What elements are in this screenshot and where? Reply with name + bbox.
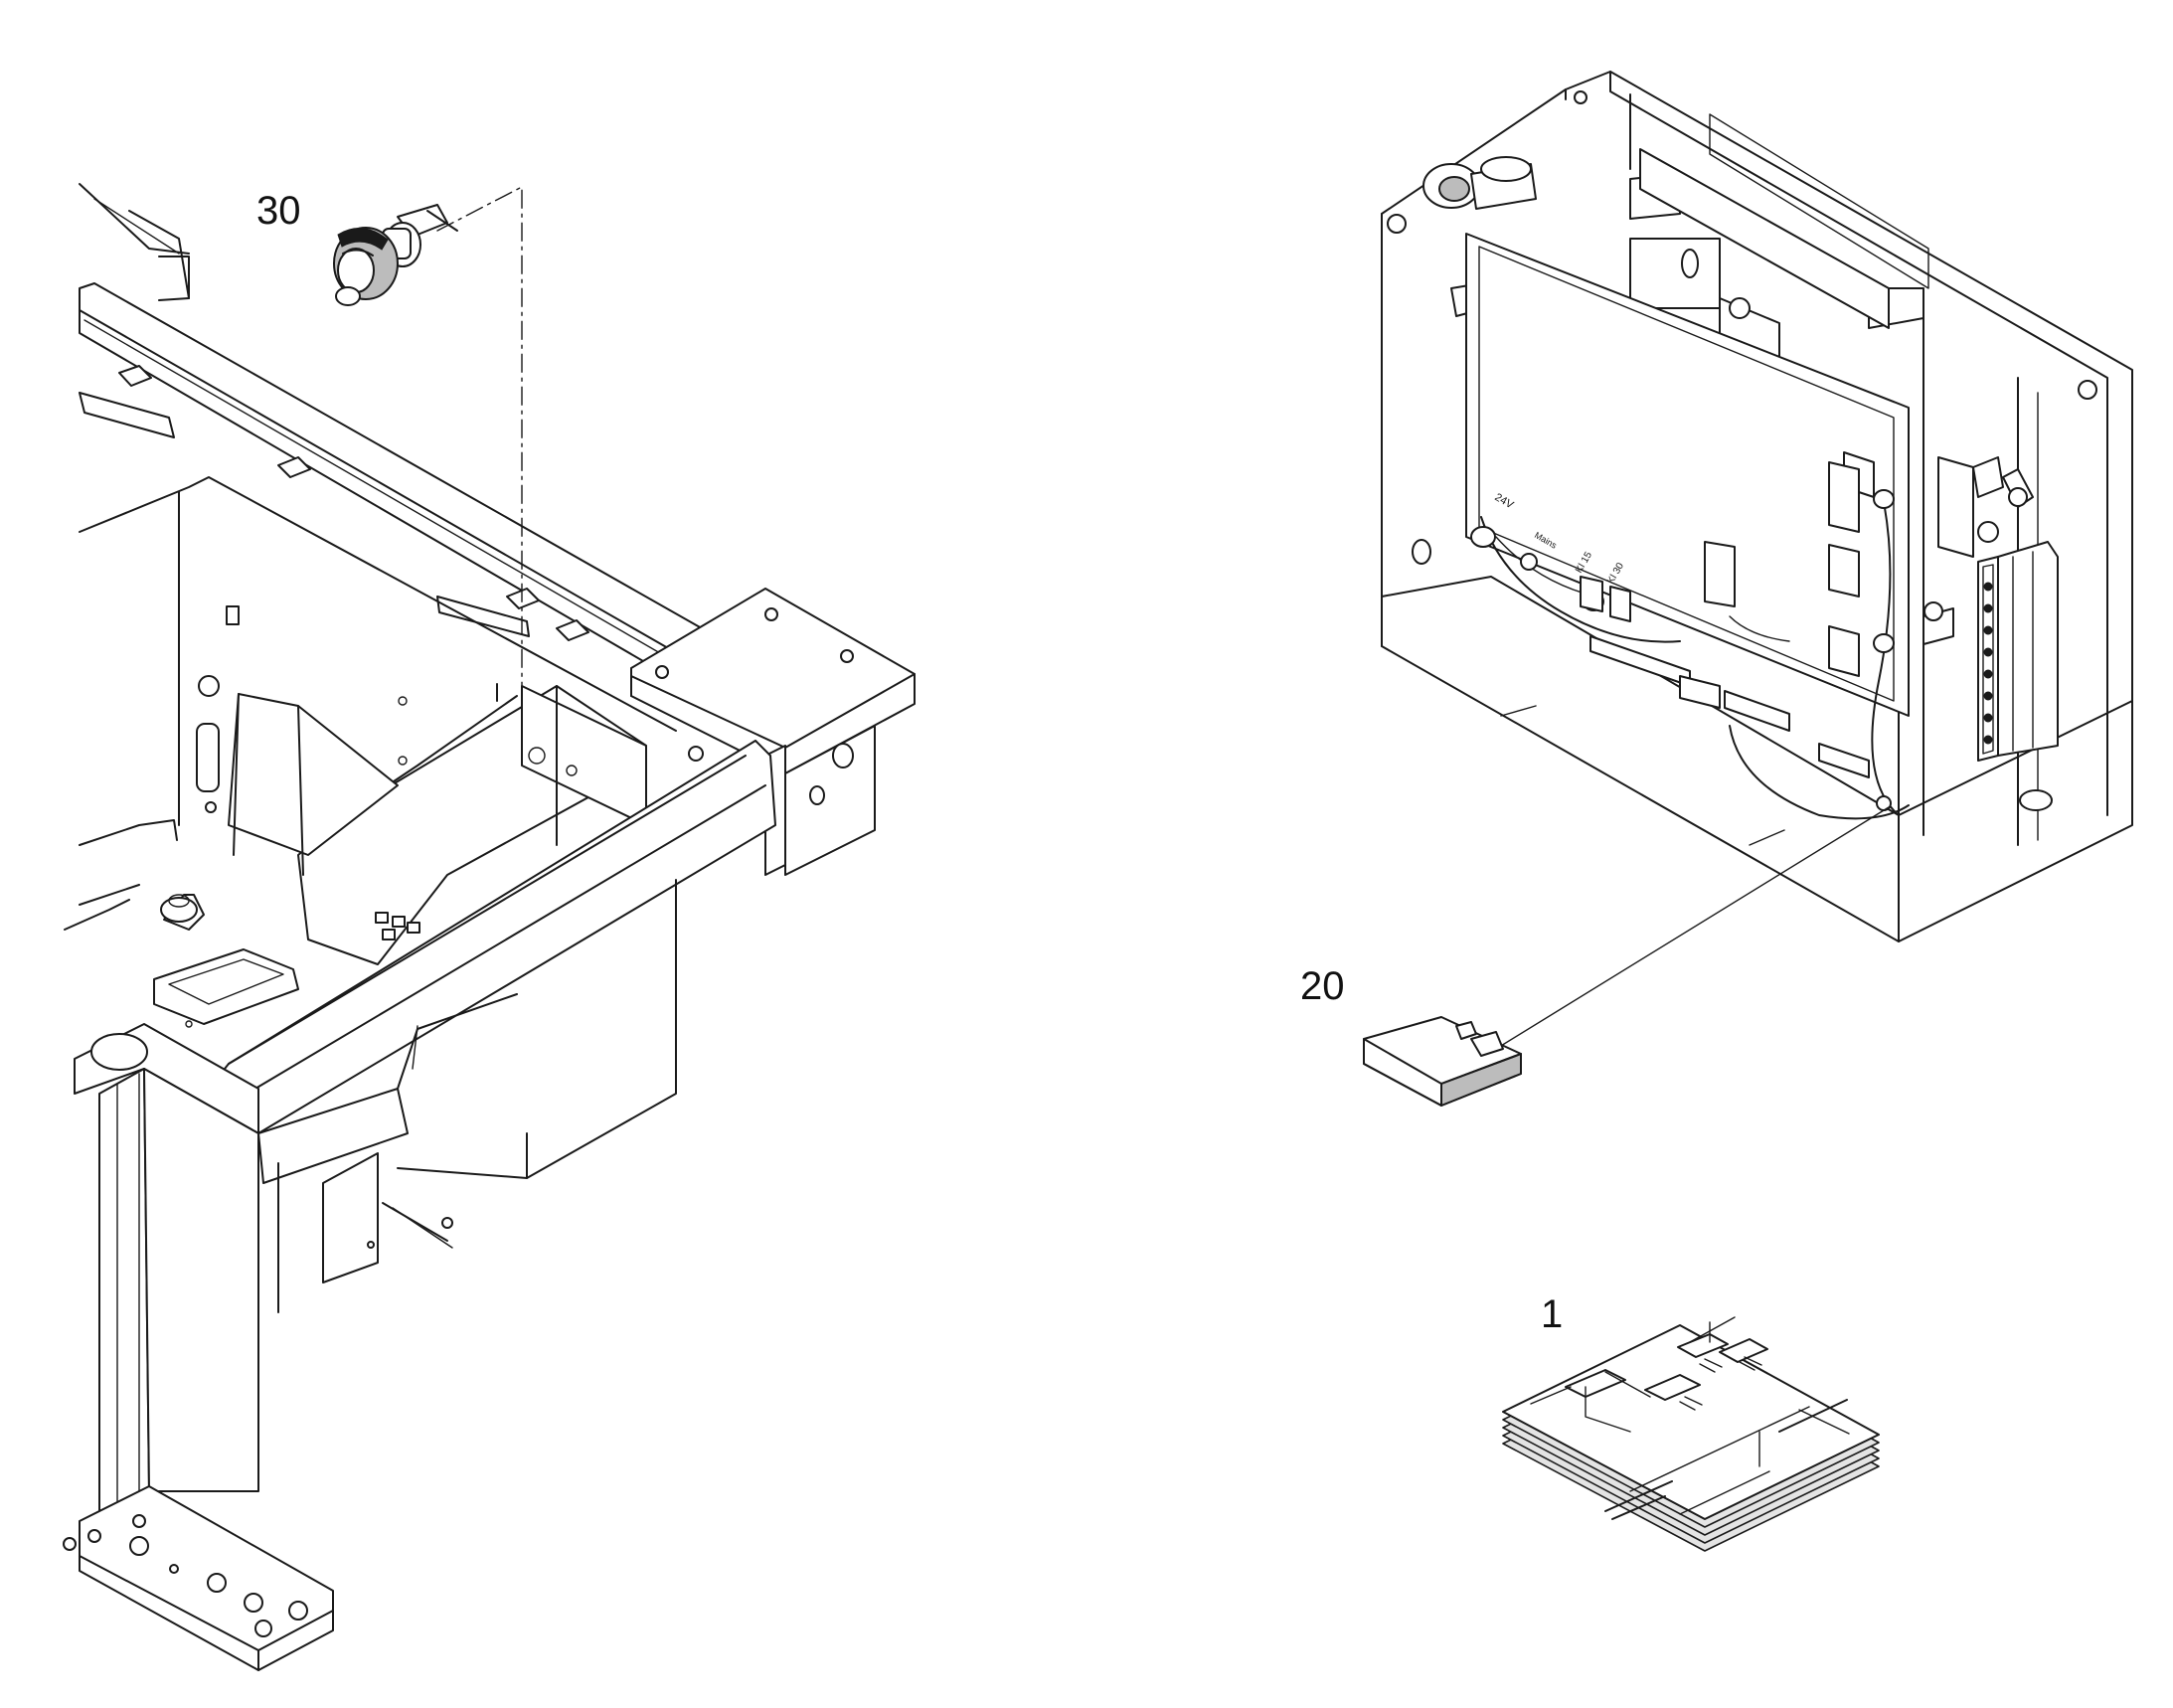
callout-part-1: 1 — [1541, 1292, 1564, 1336]
frame-rear-box — [79, 183, 190, 301]
documentation-booklet-part-1 — [1502, 1316, 1880, 1552]
terminal-strip-screws — [1983, 582, 1993, 745]
callout-part-20: 20 — [1300, 964, 1345, 1008]
blade-fuse-part-20 — [1363, 1016, 1522, 1107]
rotary-switch-part-30 — [333, 204, 458, 306]
frame-inner-panel — [79, 476, 677, 826]
callout-part-30: 30 — [256, 189, 301, 233]
frame-corner-bracket — [630, 588, 916, 876]
control-box-top-fuse-holder — [1422, 156, 1537, 210]
frame-top-beam — [79, 282, 717, 687]
frame-left-pillar — [63, 1023, 334, 1671]
control-box-terminal-strip — [1876, 456, 2059, 811]
control-box-assembly: 24V Mains Kl 15 Kl 30 — [1381, 71, 2133, 942]
frame-left-deck — [64, 819, 299, 1028]
leader-line-20 — [1495, 806, 1890, 1050]
control-box-circuit-board: 24V Mains Kl 15 Kl 30 — [1465, 233, 1910, 820]
frame-hopper — [228, 685, 647, 965]
frame-lower-panel — [277, 879, 677, 1313]
machine-frame-assembly — [63, 183, 916, 1671]
install-line-30 — [436, 186, 523, 702]
